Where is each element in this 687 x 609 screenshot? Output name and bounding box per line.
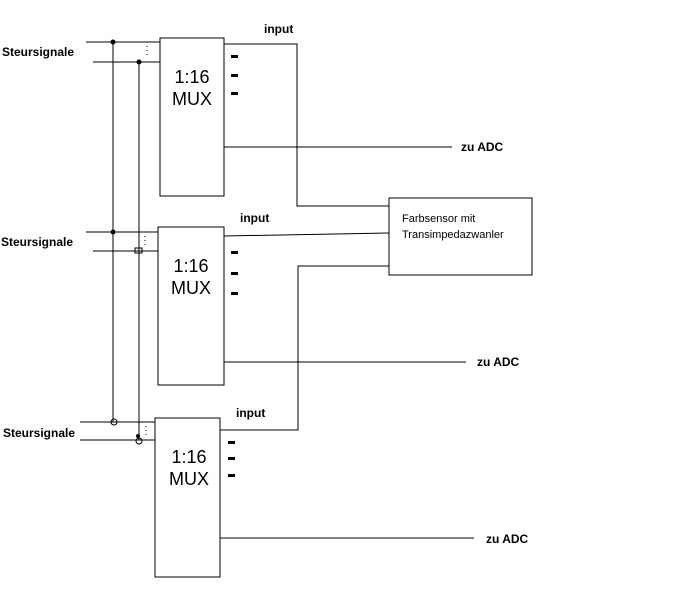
control-label: Steursignale	[2, 45, 74, 59]
sensor-box	[388, 197, 533, 276]
sensor-label-line2: Transimpedazwanler	[402, 229, 504, 241]
output-label: zu ADC	[486, 532, 529, 546]
mux-block-2: Steursignale 1:16 MUX input zu ADC	[1, 211, 520, 386]
mux-name: MUX	[169, 469, 209, 489]
input-wire	[220, 265, 389, 431]
junction-dot	[136, 59, 142, 65]
channel-dash	[228, 474, 235, 477]
input-wire	[223, 232, 390, 237]
mux-box	[154, 417, 221, 578]
channel-dash	[228, 457, 235, 460]
channel-dash	[228, 441, 235, 444]
junction-dot	[110, 39, 116, 45]
junction-dot	[136, 434, 140, 438]
channel-dash	[231, 92, 238, 95]
input-label: input	[240, 211, 269, 225]
junction-ring	[110, 418, 118, 426]
input-wire	[224, 43, 389, 207]
mux-block-1: Steursignale 1:16 MUX input zu ADC	[2, 22, 504, 207]
mux-box	[159, 37, 225, 197]
input-label: input	[264, 22, 293, 36]
mux-ratio: 1:16	[173, 256, 208, 276]
channel-dash	[231, 55, 238, 58]
channel-dash	[231, 272, 238, 275]
input-label: input	[236, 406, 265, 420]
mux-box	[157, 226, 225, 386]
output-label: zu ADC	[477, 355, 520, 369]
sensor-block: Farbsensor mit Transimpedazwanler	[388, 197, 533, 276]
channel-dash	[231, 251, 238, 254]
channel-dash	[231, 74, 238, 77]
control-label: Steursignale	[1, 235, 73, 249]
junction-square	[134, 247, 143, 254]
control-label: Steursignale	[3, 426, 75, 440]
mux-ratio: 1:16	[171, 447, 206, 467]
mux-ratio: 1:16	[174, 67, 209, 87]
output-label: zu ADC	[461, 140, 504, 154]
mux-name: MUX	[172, 89, 212, 109]
mux-block-3: Steursignale 1:16 MUX input zu ADC	[3, 265, 529, 578]
mux-name: MUX	[171, 278, 211, 298]
channel-dash	[231, 292, 238, 295]
sensor-label-line1: Farbsensor mit	[402, 213, 475, 225]
junction-ring	[135, 437, 143, 445]
junction-dot	[110, 229, 116, 235]
